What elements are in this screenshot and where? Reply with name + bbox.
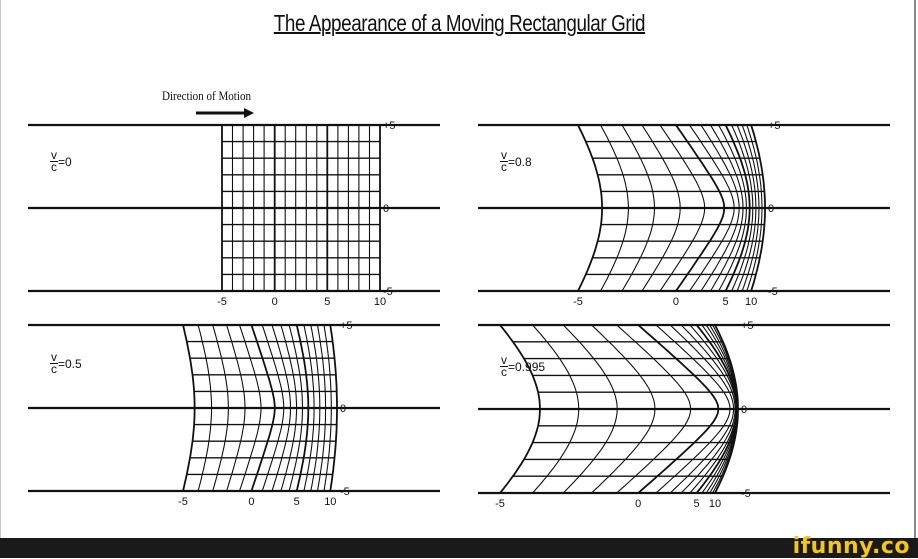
x-tick-label: 5 <box>694 498 700 510</box>
direction-of-motion-label: Direction of Motion <box>162 88 252 103</box>
y-axis-label-middle: 0 <box>340 403 346 415</box>
y-axis-label-middle: 0 <box>383 203 389 215</box>
x-tick-label: 10 <box>374 296 386 308</box>
direction-arrow-head <box>244 108 254 118</box>
fraction-denominator: c <box>51 362 57 376</box>
x-tick-label: -5 <box>178 496 188 508</box>
y-axis-label-bottom: -5 <box>741 488 751 500</box>
x-tick-label: -5 <box>573 296 583 308</box>
watermark-bar: ifunny.co <box>0 534 918 559</box>
y-axis-label-bottom: -5 <box>383 286 393 298</box>
ifunny-watermark: ifunny.co <box>792 534 910 559</box>
x-tick-label: 5 <box>722 296 728 308</box>
velocity-value: =0.8 <box>508 154 532 169</box>
velocity-value: =0 <box>58 154 72 169</box>
velocity-value: =0.5 <box>58 356 82 371</box>
fraction-denominator: c <box>51 160 57 174</box>
x-tick-label: 5 <box>294 496 300 508</box>
x-tick-label: -5 <box>217 296 227 308</box>
x-tick-label: 5 <box>324 296 330 308</box>
velocity-value: =0.995 <box>508 359 546 374</box>
y-axis-label-top: +5 <box>340 320 353 332</box>
fraction-denominator: c <box>501 160 507 174</box>
y-axis-label-bottom: -5 <box>768 286 778 298</box>
x-tick-label: -5 <box>495 498 505 510</box>
x-tick-label: 0 <box>673 296 679 308</box>
fraction-numerator: v <box>50 350 58 364</box>
x-tick-label: 10 <box>324 496 336 508</box>
title-text: The Appearance of a Moving Rectangular G… <box>273 10 645 36</box>
grid-diagrams: +5 0 -5 -5 0 5 10 +5 0 -5 -5 0 5 10 +5 0 -5 -5 0 5 10 +5 0 -5 -5… <box>28 108 890 510</box>
fraction-numerator: v <box>50 148 58 162</box>
fraction-denominator: c <box>501 365 507 379</box>
fraction-numerator: v <box>500 148 508 162</box>
y-axis-label-bottom: -5 <box>340 486 350 498</box>
x-tick-label: 0 <box>272 296 278 308</box>
y-axis-label-top: +5 <box>768 120 781 132</box>
y-axis-label-top: +5 <box>383 120 396 132</box>
x-tick-label: 0 <box>635 498 641 510</box>
figure-frame <box>0 0 916 538</box>
x-tick-label: 0 <box>248 496 254 508</box>
fraction-numerator: v <box>500 353 508 367</box>
y-axis-label-middle: 0 <box>768 203 774 215</box>
y-axis-label-middle: 0 <box>741 404 747 416</box>
x-tick-label: 10 <box>745 296 757 308</box>
x-tick-label: 10 <box>709 498 721 510</box>
figure-title: The Appearance of a Moving Rectangular G… <box>0 10 918 37</box>
y-axis-label-top: +5 <box>741 320 754 332</box>
